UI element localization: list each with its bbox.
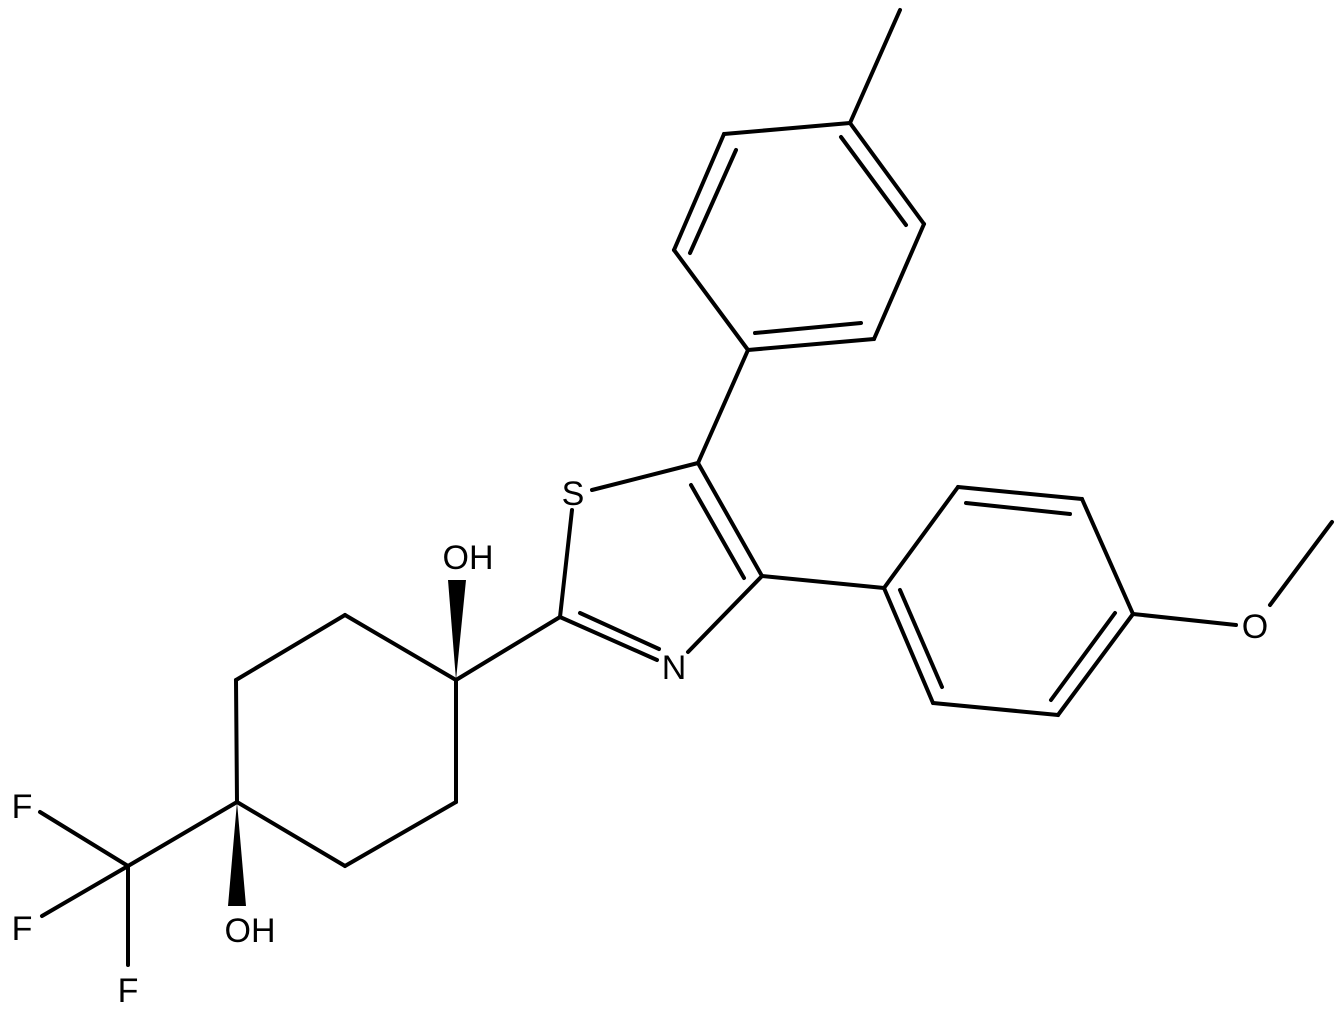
bond [343,613,458,682]
bond-c2-c1 [454,615,562,682]
bond-aryl-link [696,348,750,465]
bond-c-f [40,864,130,918]
bond [872,222,926,341]
bond-c-f [38,810,130,868]
bond [235,800,347,868]
bond [672,248,750,352]
bond [343,800,458,868]
bond-inner [839,135,908,227]
bond [848,121,926,226]
sulfur-atom-label: S [562,475,585,513]
wedge-bond-top [448,580,466,680]
cyclohexane-ring [228,580,562,906]
bond-inner [898,588,944,689]
bond-c5-s [590,461,700,492]
bond-c2-n-inner [578,611,661,651]
hydroxyl-top-label: OH [443,539,494,577]
trifluoromethyl-group [38,800,239,967]
bond-inner [753,321,863,335]
tolyl-group [672,8,926,352]
bond-inner [1049,611,1117,702]
methoxyphenyl-group [760,485,1334,717]
bond-c2-n [558,615,659,662]
bond [931,701,1060,717]
fluorine-atom-label-2: F [12,910,33,948]
bond-o-methyl [1268,520,1334,607]
bond [882,586,935,705]
thiazole-ring [558,348,764,662]
bond-s-c2 [558,508,574,619]
bond-c5-c4 [696,461,764,578]
fluorine-atom-label-1: F [12,788,33,826]
nitrogen-atom-label: N [662,649,687,687]
methoxy-oxygen-label: O [1242,608,1268,646]
bond-n-c4 [686,574,764,654]
wedge-bond-bottom [228,802,246,906]
bond-inner [688,148,738,255]
fluorine-atom-label-3: F [118,972,139,1010]
bond [234,678,239,804]
bond [1056,612,1135,717]
bond-c5-c4-inner [689,483,746,580]
bond [234,613,347,682]
bond [882,485,960,590]
bond-c-o [1131,612,1238,627]
bond-inner [964,501,1072,516]
bond [722,121,852,136]
bond-c-cf3 [126,800,239,868]
hydroxyl-bottom-label: OH [225,912,276,950]
bond-aryl-link [760,574,886,590]
bond [956,485,1084,501]
bond [1080,497,1135,616]
bond [746,337,876,352]
bond-methyl [848,8,902,125]
bond [672,132,726,252]
